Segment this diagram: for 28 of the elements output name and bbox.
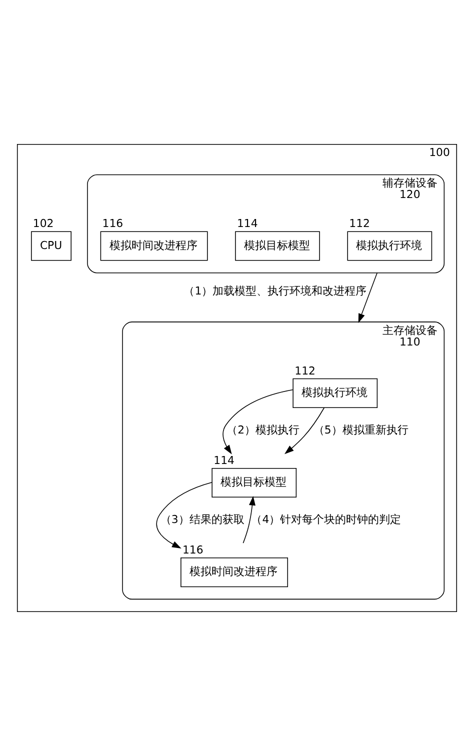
node-label: 120 (400, 188, 420, 202)
node-label: 100 (429, 146, 450, 160)
arrow (358, 272, 378, 324)
node-box: 模拟目标模型 (235, 231, 320, 261)
node-box: 模拟执行环境 (347, 231, 432, 261)
arrow (156, 482, 212, 549)
node-box: 模拟时间改进程序 (180, 558, 288, 588)
node-label: 102 (32, 217, 54, 230)
node-box: CPU (31, 231, 72, 261)
node-label: 112 (349, 217, 370, 230)
edge-label: （3）结果的获取 (160, 513, 244, 526)
arrow (242, 496, 256, 544)
arrow (222, 389, 294, 454)
node-label: 116 (102, 217, 124, 230)
node-box: 模拟目标模型 (212, 468, 297, 498)
edge-label: （5）模拟重新执行 (313, 423, 408, 436)
node-label: 114 (214, 454, 234, 467)
node-box: 模拟执行环境 (292, 378, 378, 408)
node-label: 114 (237, 217, 258, 230)
edge-label: （2）模拟执行 (226, 423, 300, 436)
edge-label: （1）加载模型、执行环境和改进程序 (184, 284, 367, 298)
node-label: 112 (294, 364, 316, 378)
node-label: 116 (182, 543, 204, 556)
node-label: 110 (400, 335, 420, 348)
arrow (284, 407, 325, 454)
edge-label: （4）针对每个块的时钟的判定 (251, 513, 402, 526)
cluster (16, 144, 458, 612)
node-box: 模拟时间改进程序 (100, 231, 208, 261)
